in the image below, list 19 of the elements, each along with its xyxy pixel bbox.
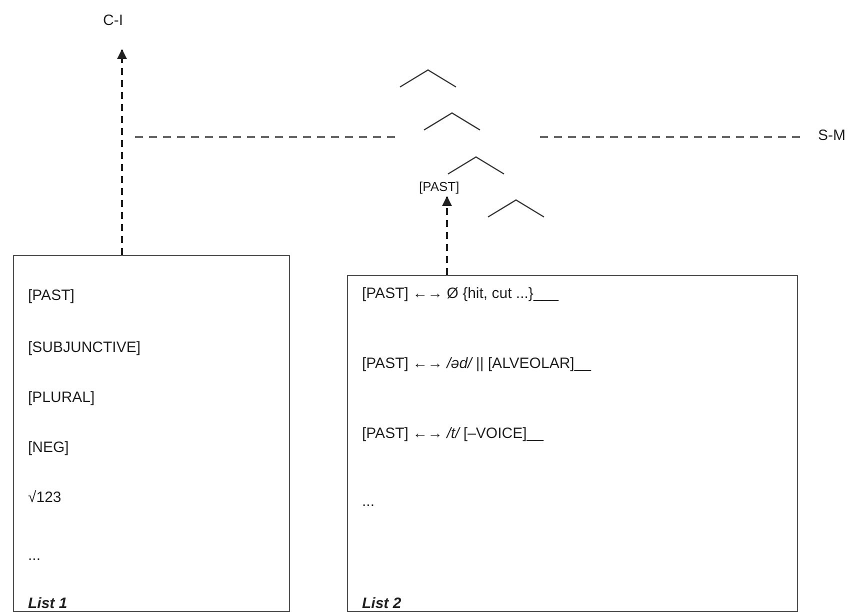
list-item: [PLURAL] (28, 389, 95, 407)
level-label: C-I (103, 12, 123, 29)
list-item: [PAST] ←→ /əd/ || [ALVEOLAR]__ (362, 355, 592, 373)
list-title: List 2 (362, 595, 402, 613)
arrow (442, 196, 452, 275)
level-label: [PAST] (419, 179, 460, 194)
list-item: [NEG] (28, 439, 69, 457)
list-item: [PAST] (28, 287, 74, 305)
list-title: List 1 (28, 595, 68, 613)
list-item: [SUBJUNCTIVE] (28, 339, 141, 357)
arrow (117, 49, 127, 255)
list-box (13, 255, 290, 612)
list-item: [PAST] ←→ /t/ [–VOICE]__ (362, 425, 544, 443)
level-label: S-M (818, 127, 846, 144)
list-item: ... (362, 493, 375, 511)
list-item: √123 (28, 489, 62, 507)
list-box (347, 275, 798, 612)
list-item: ... (28, 547, 41, 565)
list-item: [PAST] ←→ Ø {hit, cut ...}___ (362, 285, 558, 303)
